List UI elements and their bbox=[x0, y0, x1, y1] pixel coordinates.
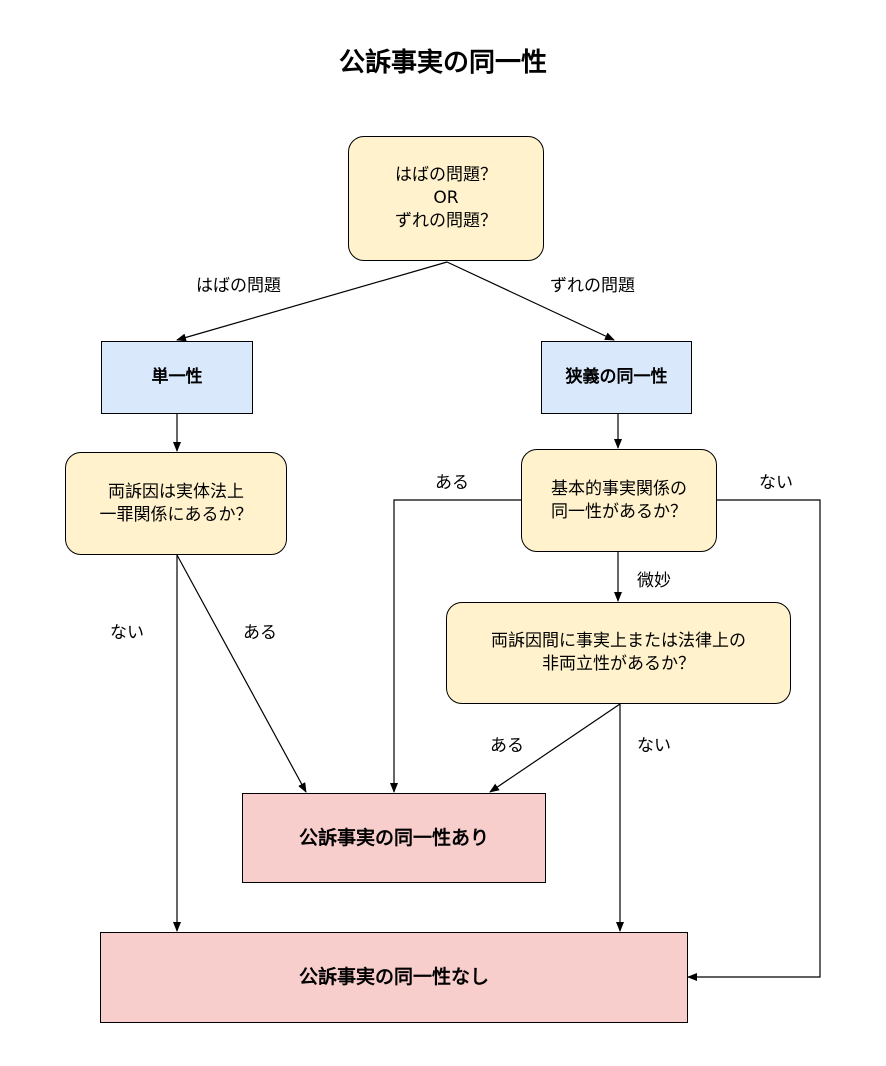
edge-label-basic-no: ない bbox=[759, 473, 793, 493]
edge-label-unity-no: ない bbox=[110, 623, 144, 643]
unity-question-line-1: 両訴因は実体法上 bbox=[108, 481, 244, 502]
result-identity-no-label: 公訴事実の同一性なし bbox=[298, 966, 489, 988]
basic-facts-line-1: 基本的事実関係の bbox=[551, 478, 687, 499]
result-identity-yes-node: 公訴事実の同一性あり bbox=[242, 793, 546, 883]
start-question-line-1: はばの問題？ bbox=[395, 165, 497, 185]
unity-node: 単一性 bbox=[101, 341, 253, 414]
edge-label-basic-yes: ある bbox=[435, 473, 469, 493]
edge-label-haba: はばの問題 bbox=[196, 276, 281, 296]
start-question-line-3: ずれの問題？ bbox=[395, 211, 497, 231]
unity-question-node: 両訴因は実体法上 一罪関係にあるか？ bbox=[65, 452, 287, 555]
edge-label-zure: ずれの問題 bbox=[550, 276, 635, 296]
edge-basic-yes bbox=[390, 499, 521, 793]
result-identity-no-node: 公訴事実の同一性なし bbox=[100, 932, 688, 1023]
edge-label-basic-subtle: 微妙 bbox=[637, 571, 671, 591]
result-identity-yes-label: 公訴事実の同一性あり bbox=[298, 826, 489, 849]
incompatibility-question-node: 両訴因間に事実上または法律上の 非両立性があるか？ bbox=[446, 602, 791, 704]
edge-label-incompat-no: ない bbox=[637, 736, 671, 756]
edge-qunity-yes bbox=[176, 554, 307, 793]
unity-label: 単一性 bbox=[151, 367, 203, 387]
unity-question-line-2: 一罪関係にあるか？ bbox=[99, 504, 253, 525]
edge-start-to-unity bbox=[176, 261, 448, 342]
edge-basic-no bbox=[687, 499, 821, 981]
edge-label-unity-yes: ある bbox=[243, 623, 277, 643]
start-question-line-2: OR bbox=[433, 188, 459, 208]
start-question-node: はばの問題？ OR ずれの問題？ bbox=[348, 136, 544, 261]
edge-incompat-yes bbox=[489, 703, 621, 793]
diagram-title: 公訴事実の同一性 bbox=[338, 48, 547, 78]
edge-start-to-narrow bbox=[446, 261, 615, 341]
edge-label-incompat-yes: ある bbox=[490, 736, 524, 756]
narrow-identity-node: 狭義の同一性 bbox=[541, 341, 692, 414]
narrow-identity-label: 狭義の同一性 bbox=[565, 367, 668, 387]
basic-facts-line-2: 同一性があるか？ bbox=[551, 501, 687, 522]
basic-facts-question-node: 基本的事実関係の 同一性があるか？ bbox=[521, 449, 717, 552]
incompatibility-line-1: 両訴因間に事実上または法律上の bbox=[491, 631, 746, 651]
incompatibility-line-2: 非両立性があるか？ bbox=[542, 654, 695, 674]
